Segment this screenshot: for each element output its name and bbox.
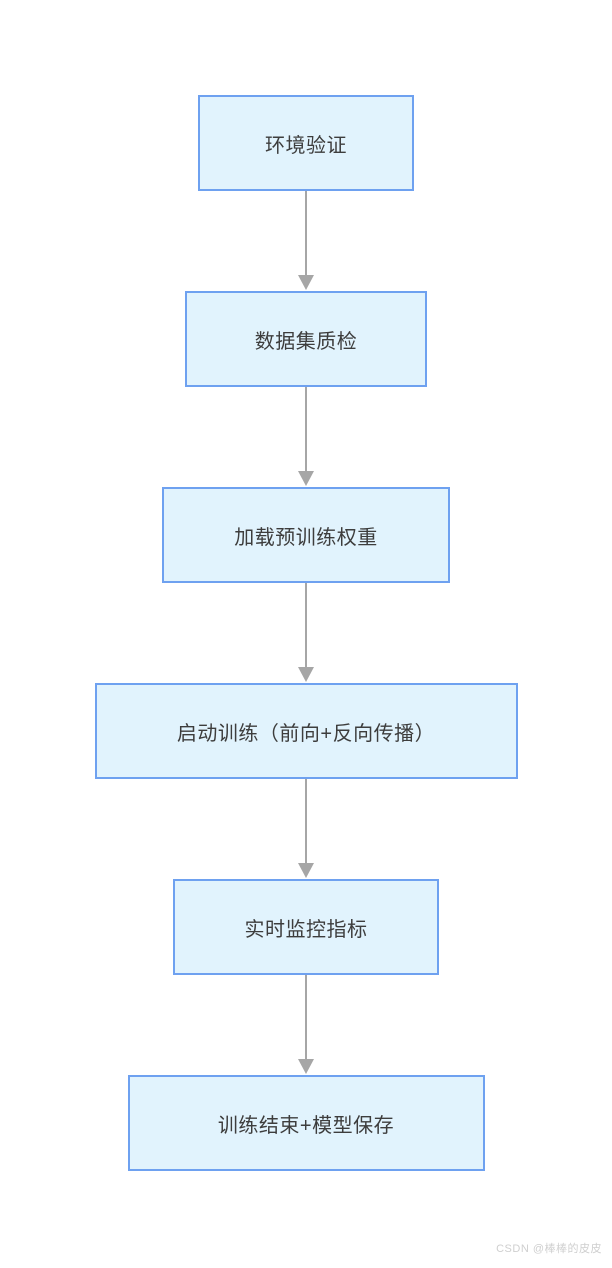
connector-line <box>305 975 307 1060</box>
connector-line <box>305 779 307 864</box>
connector-line <box>305 191 307 276</box>
flow-node-1: 环境验证 <box>198 95 414 191</box>
flow-connector <box>294 387 318 487</box>
arrow-down-icon <box>298 863 314 878</box>
flow-node-5: 实时监控指标 <box>173 879 439 975</box>
flowchart: 环境验证数据集质检加载预训练权重启动训练（前向+反向传播） 实时监控指标训练结束+… <box>0 95 612 1171</box>
csdn-watermark: CSDN @棒棒的皮皮 <box>496 1243 602 1255</box>
arrow-down-icon <box>298 471 314 486</box>
flow-node-label: 数据集质检 <box>254 330 358 353</box>
connector-line <box>305 583 307 668</box>
flow-node-label: 训练结束+模型保存 <box>217 1114 395 1137</box>
flow-node-label: 实时监控指标 <box>244 918 368 941</box>
flow-connector <box>294 975 318 1075</box>
flow-node-2: 数据集质检 <box>185 291 427 387</box>
flow-node-label: 启动训练（前向+反向传播） <box>176 722 436 745</box>
flow-connector <box>294 779 318 879</box>
arrow-down-icon <box>298 667 314 682</box>
flow-node-3: 加载预训练权重 <box>162 487 450 583</box>
flow-node-label: 加载预训练权重 <box>234 526 378 549</box>
flow-node-4: 启动训练（前向+反向传播） <box>94 683 518 779</box>
flow-node-6: 训练结束+模型保存 <box>127 1075 485 1171</box>
flow-connector <box>294 583 318 683</box>
flow-connector <box>294 191 318 291</box>
connector-line <box>305 387 307 472</box>
arrow-down-icon <box>298 275 314 290</box>
arrow-down-icon <box>298 1059 314 1074</box>
flow-node-label: 环境验证 <box>265 134 347 157</box>
